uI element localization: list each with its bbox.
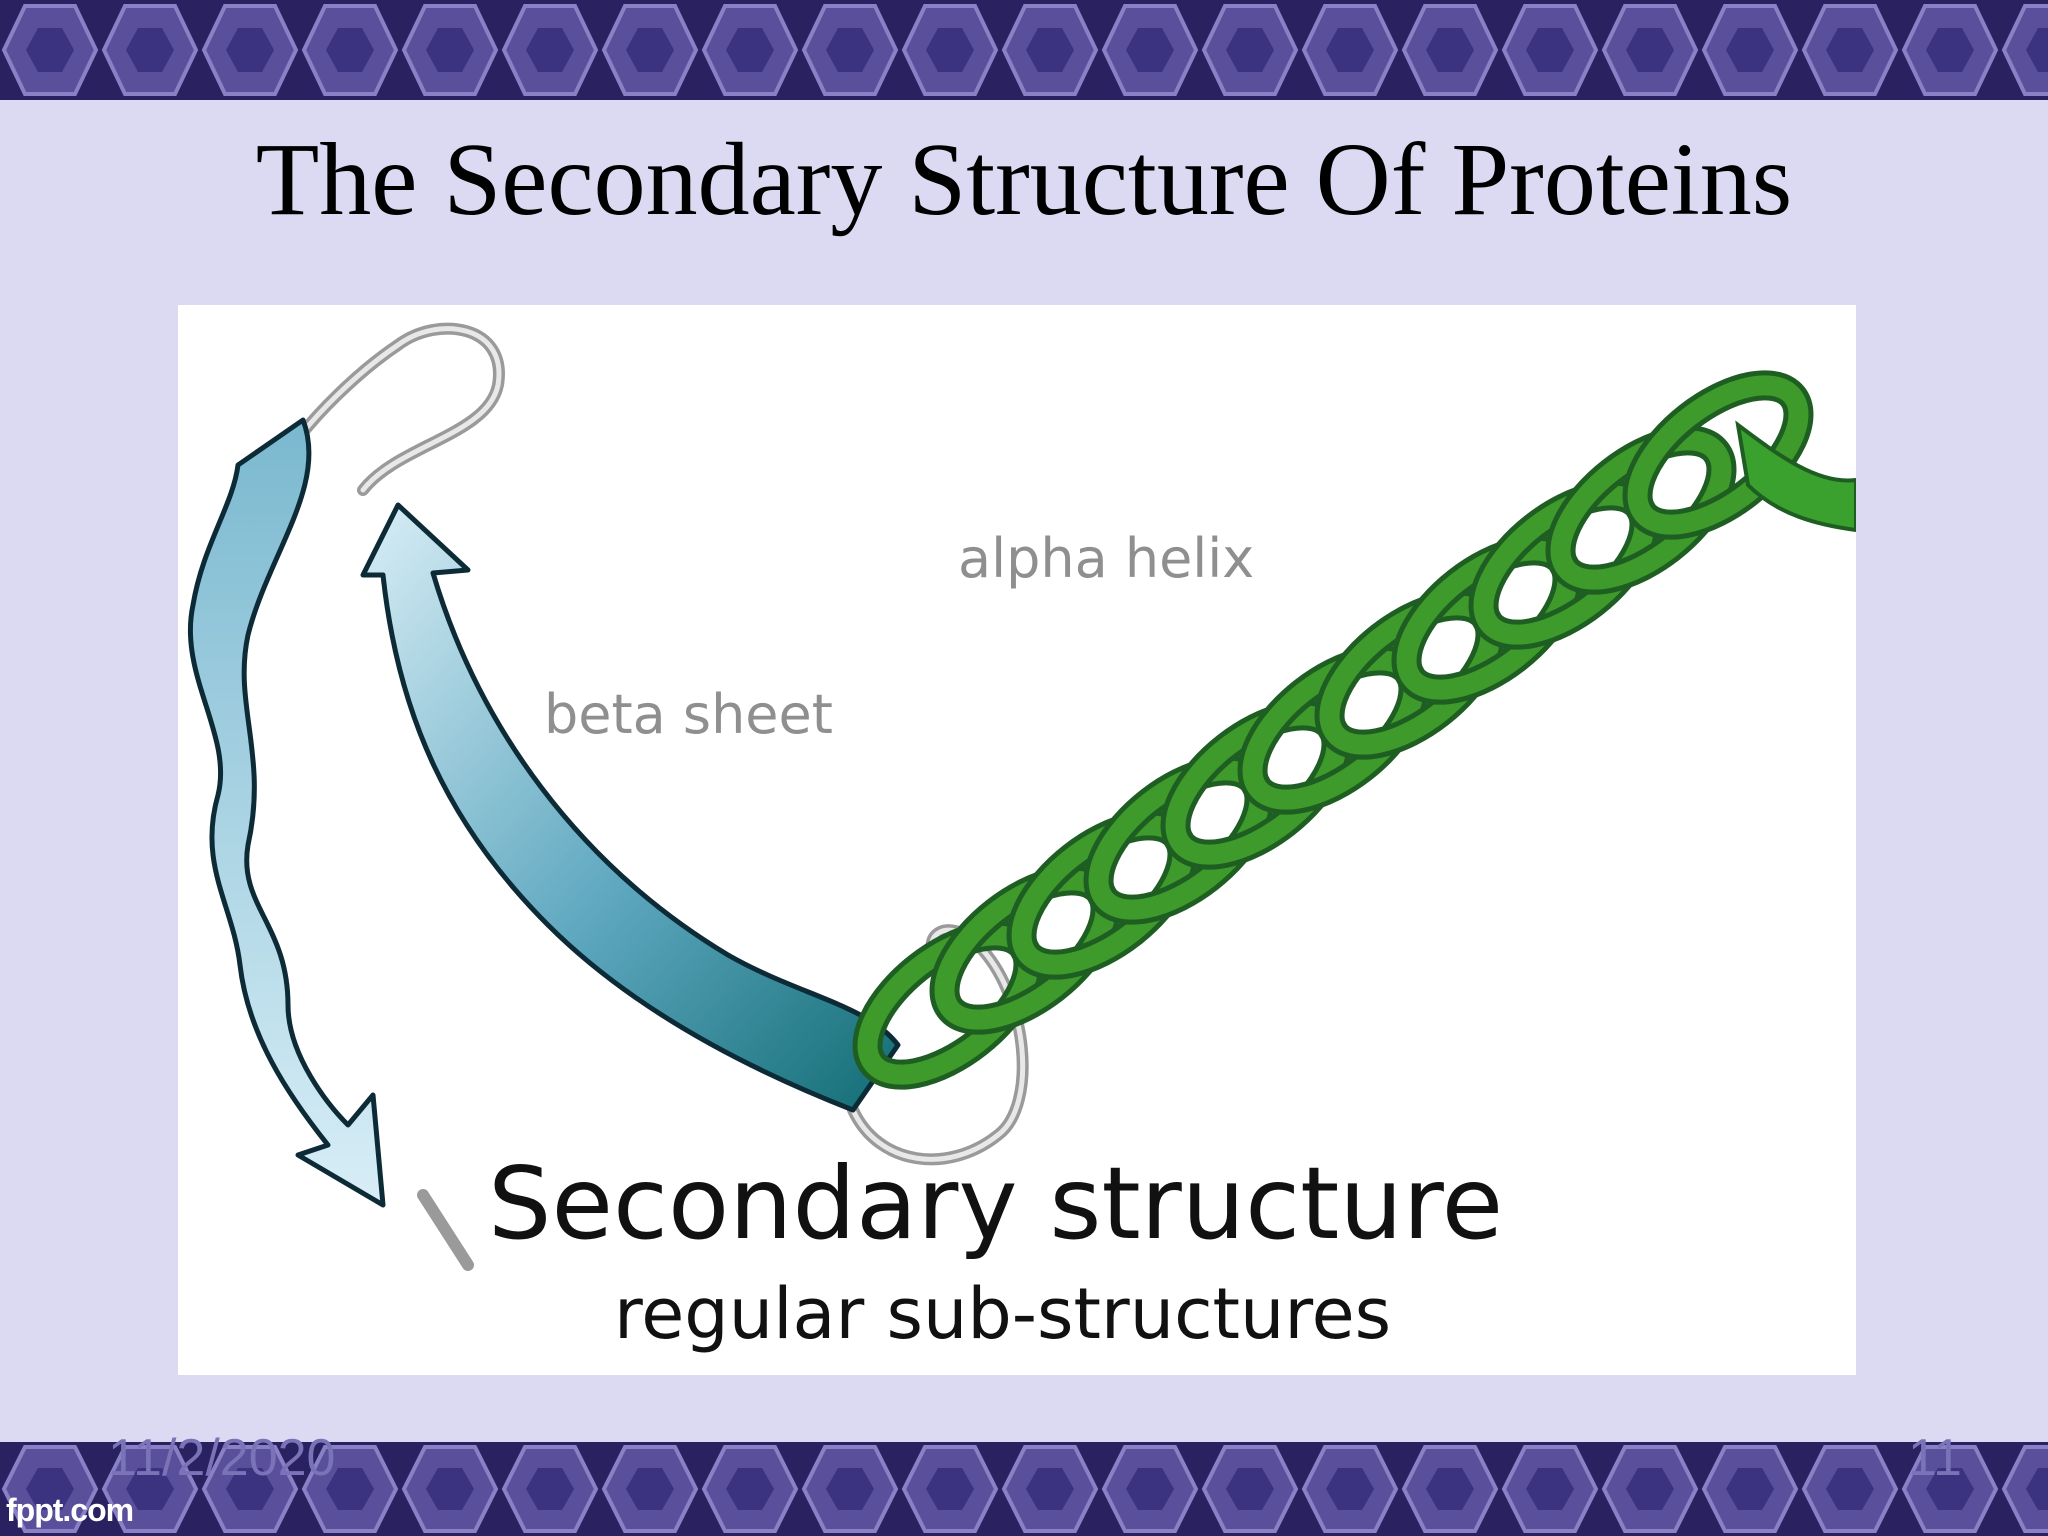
top-loop-inner [270, 326, 502, 493]
figure-heading: Secondary structure [488, 1145, 1504, 1262]
top-decorative-band [0, 0, 2048, 100]
alpha-helix-coils [852, 370, 1856, 1090]
tail-loop [417, 1189, 474, 1271]
hexagon-pattern-bottom [0, 1442, 2048, 1536]
helix-tail [1735, 420, 1856, 533]
beta-sheet-label: beta sheet [544, 683, 833, 746]
helix-coil-highlight [1550, 430, 1732, 590]
bottom-loop-inner [850, 927, 1026, 1162]
slide-title: The Secondary Structure Of Proteins [255, 122, 1793, 237]
slide-date: 11/2/2020 [108, 1429, 336, 1487]
structure-illustration [187, 322, 1856, 1271]
slide-page-number: 11 [1908, 1429, 1962, 1487]
hexagon-pattern-top [0, 0, 2048, 100]
helix-coil-highlight [1627, 375, 1809, 535]
protein-secondary-structure-figure: alpha helix beta sheet Secondary structu… [178, 305, 1856, 1375]
beta-strand-up [360, 502, 901, 1113]
fppt-logo: fppt.com [6, 1492, 134, 1528]
figure-subheading: regular sub-structures [614, 1273, 1392, 1355]
bottom-decorative-band [0, 1442, 2048, 1536]
beta-strand-down [187, 417, 386, 1208]
alpha-helix-label: alpha helix [958, 527, 1255, 590]
